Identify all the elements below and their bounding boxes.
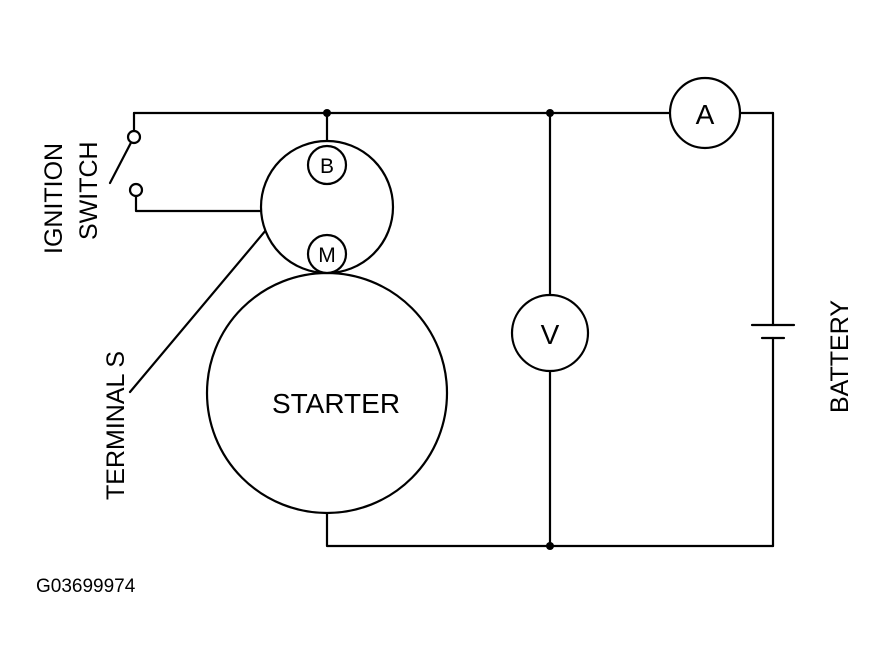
wires	[108, 111, 775, 548]
ammeter-circle	[668, 76, 742, 150]
m-terminal-label: M	[318, 244, 336, 267]
ammeter-label: A	[696, 99, 715, 130]
switch-contact-bottom	[128, 182, 144, 198]
junction-dot-b	[323, 109, 331, 117]
m-terminal-circle	[306, 233, 348, 275]
ignition-label-line1: IGNITION	[40, 143, 68, 254]
junction-dot-top-v	[546, 109, 554, 117]
battery-symbol	[750, 323, 796, 340]
terminals-label: TERMINAL S	[102, 351, 130, 500]
junction-dot-bottom-v	[546, 542, 554, 550]
switch-contact-top	[126, 129, 142, 145]
b-terminal-label: B	[320, 155, 334, 178]
starter-label: STARTER	[272, 388, 400, 419]
bottom-wire	[325, 511, 775, 548]
battery-label: BATTERY	[826, 300, 854, 413]
b-terminal-circle	[306, 144, 348, 186]
voltmeter-label: V	[541, 319, 560, 350]
voltmeter-circle	[510, 293, 590, 373]
ignition-label-line2: SWITCH	[75, 141, 103, 240]
terminals-leader-line	[128, 209, 284, 394]
figure-code: G03699974	[36, 576, 136, 597]
junctions	[323, 109, 554, 550]
switch-bottom-wire	[134, 194, 284, 213]
